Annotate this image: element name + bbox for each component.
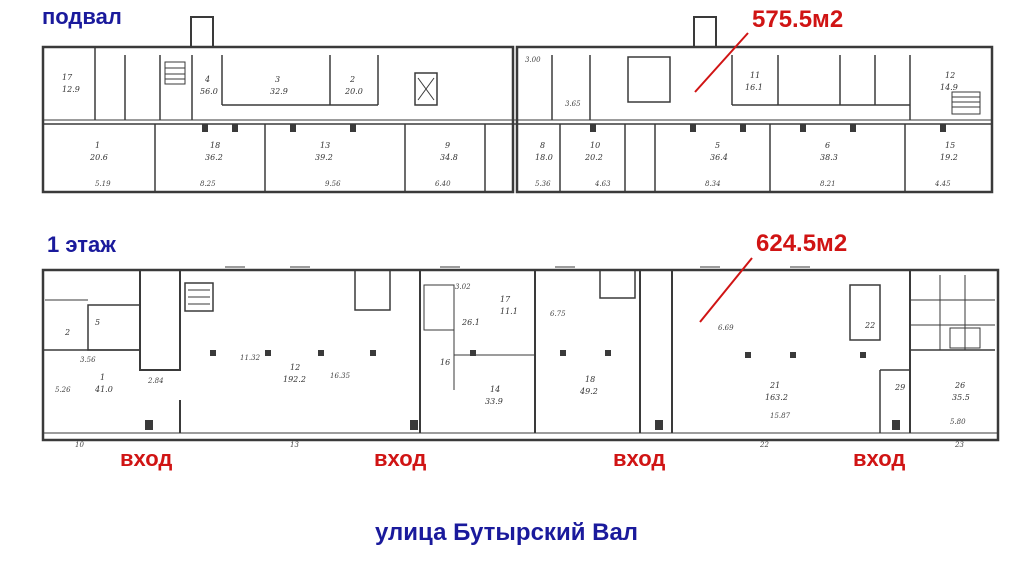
basement-room-label: 8 bbox=[540, 141, 545, 150]
basement-room-label: 4 bbox=[204, 75, 210, 84]
basement-room-label: 2 bbox=[349, 75, 355, 84]
entrance-label: вход bbox=[853, 446, 906, 471]
basement-room-area: 56.0 bbox=[200, 87, 218, 96]
first-room-area: 41.0 bbox=[94, 385, 113, 394]
basement-room-area: 14.9 bbox=[940, 83, 958, 92]
first-room-area: 163.2 bbox=[765, 393, 788, 402]
first-bottom-dimension: 10 bbox=[75, 441, 84, 449]
first-dimension: 5.80 bbox=[950, 418, 966, 426]
basement-room-area: 12.9 bbox=[62, 85, 80, 94]
first-room-area: 35.5 bbox=[952, 393, 970, 402]
first-dimension: 6.69 bbox=[718, 324, 734, 332]
basement-room-label: 1 bbox=[95, 141, 100, 150]
first-bottom-dimension: 22 bbox=[759, 441, 769, 449]
basement-dimension: 5.36 bbox=[535, 180, 551, 188]
basement-room-area: 36.2 bbox=[205, 153, 223, 162]
basement-room-area: 32.9 bbox=[270, 87, 288, 96]
first-room-label: 29 bbox=[894, 383, 905, 392]
first-bottom-dimension: 23 bbox=[954, 441, 964, 449]
basement-room-area: 20.6 bbox=[89, 153, 108, 162]
basement-room-label: 9 bbox=[445, 141, 450, 150]
basement-dimension: 3.00 bbox=[525, 56, 541, 64]
entrance-label: вход bbox=[613, 446, 666, 471]
basement-room-area: 20.0 bbox=[344, 87, 363, 96]
basement-room-area: 38.3 bbox=[820, 153, 838, 162]
basement-area-pointer bbox=[694, 32, 749, 93]
basement-room-area: 34.8 bbox=[440, 153, 458, 162]
first-dimension: 5.26 bbox=[55, 386, 71, 394]
entrance-label: вход bbox=[120, 446, 173, 471]
first-floor-area-label: 624.5м2 bbox=[756, 230, 848, 257]
basement-room-label: 3 bbox=[275, 75, 280, 84]
first-dimension: 11.32 bbox=[240, 354, 261, 362]
first-dimension: 16.35 bbox=[330, 372, 351, 380]
first-room-area: 33.9 bbox=[485, 397, 503, 406]
first-bottom-dimension: 13 bbox=[290, 441, 299, 449]
first-room-area: 26.1 bbox=[461, 318, 480, 327]
basement-room-area: 16.1 bbox=[745, 83, 763, 92]
basement-room-area: 18.0 bbox=[535, 153, 553, 162]
first-room-label: 12 bbox=[290, 363, 300, 372]
first-room-label: 26 bbox=[954, 381, 965, 390]
first-floor-area-pointer bbox=[699, 257, 753, 323]
first-floor-label: 1 этаж bbox=[47, 232, 116, 257]
basement-dimension: 5.19 bbox=[95, 180, 111, 188]
first-room-label: 16 bbox=[440, 358, 450, 367]
first-floor-room-marks: 1 2 5 12 16 14 17 18 21 22 26 29 41.0 19… bbox=[55, 283, 970, 449]
basement-room-label: 6 bbox=[825, 141, 830, 150]
street-label: улица Бутырский Вал bbox=[375, 519, 639, 546]
basement-dimension: 8.34 bbox=[705, 180, 721, 188]
basement-room-area: 20.2 bbox=[584, 153, 603, 162]
first-dimension: 3.02 bbox=[455, 283, 471, 291]
basement-dimension: 9.56 bbox=[325, 180, 341, 188]
first-room-label: 1 bbox=[100, 373, 105, 382]
first-floor-plan bbox=[41, 266, 1000, 442]
entrance-label: вход bbox=[374, 446, 427, 471]
basement-room-label: 5 bbox=[715, 141, 720, 150]
basement-area-label: 575.5м2 bbox=[752, 6, 844, 33]
basement-dimension: 6.40 bbox=[435, 180, 451, 188]
basement-room-area: 39.2 bbox=[315, 153, 333, 162]
basement-plan bbox=[41, 16, 994, 194]
basement-dimension: 3.65 bbox=[565, 100, 581, 108]
basement-room-marks: 17 4 3 2 1 18 13 9 8 10 5 6 15 11 12 12.… bbox=[62, 56, 958, 188]
first-room-area: 49.2 bbox=[579, 387, 598, 396]
first-room-label: 18 bbox=[585, 375, 595, 384]
first-room-label: 2 bbox=[64, 328, 70, 337]
first-dimension: 2.84 bbox=[147, 377, 164, 385]
basement-room-label: 12 bbox=[945, 71, 955, 80]
basement-dimension: 8.21 bbox=[820, 180, 836, 188]
basement-label: подвал bbox=[42, 4, 122, 29]
basement-dimension: 4.63 bbox=[594, 180, 611, 188]
basement-dimension: 4.45 bbox=[934, 180, 951, 188]
first-room-label: 22 bbox=[864, 321, 875, 330]
basement-dimension: 8.25 bbox=[200, 180, 216, 188]
first-room-label: 17 bbox=[500, 295, 511, 304]
basement-room-area: 19.2 bbox=[940, 153, 958, 162]
basement-room-label: 10 bbox=[590, 141, 600, 150]
first-dimension: 3.56 bbox=[80, 356, 96, 364]
first-room-area: 11.1 bbox=[500, 307, 518, 316]
basement-room-label: 13 bbox=[320, 141, 330, 150]
first-room-area: 192.2 bbox=[283, 375, 306, 384]
first-dimension: 6.75 bbox=[550, 310, 566, 318]
basement-room-label: 18 bbox=[210, 141, 220, 150]
basement-room-label: 17 bbox=[62, 73, 73, 82]
basement-room-label: 11 bbox=[750, 71, 760, 80]
first-room-label: 21 bbox=[769, 381, 780, 390]
basement-room-area: 36.4 bbox=[710, 153, 728, 162]
first-room-label: 14 bbox=[490, 385, 500, 394]
first-room-label: 5 bbox=[95, 318, 100, 327]
basement-room-label: 15 bbox=[945, 141, 955, 150]
first-dimension: 15.87 bbox=[770, 412, 791, 420]
